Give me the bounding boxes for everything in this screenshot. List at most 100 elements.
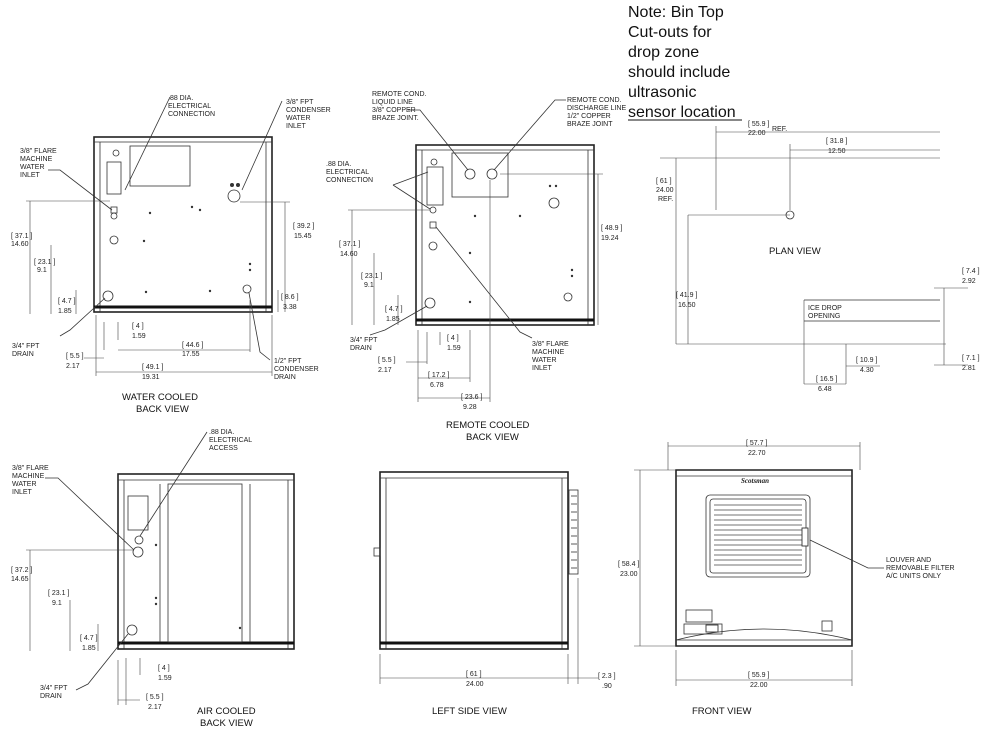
plan-dim-5a: [ 7.4 ] xyxy=(962,268,980,275)
left-side-view: [ 61 ] 24.00 [ 2.3 ] .90 LEFT SIDE VIEW xyxy=(373,471,616,717)
note-line-3: drop zone xyxy=(628,44,699,61)
rc-liq-label-2: LIQUID LINE xyxy=(372,99,413,106)
wc-flare-label-4: INLET xyxy=(20,172,41,179)
plan-dim-6a: [ 7.1 ] xyxy=(962,355,980,362)
ac-flare-label-1: 3/8" FLARE xyxy=(12,465,49,472)
ac-elec-label-1: .88 DIA. xyxy=(209,429,234,436)
rc-flare-label-3: WATER xyxy=(532,357,557,364)
wc-flare-label-2: MACHINE xyxy=(20,156,53,163)
plan-view: PLAN VIEW ICE DROP OPENING [ 55.9 ] 22.0… xyxy=(656,121,980,393)
plan-dim-3c: REF. xyxy=(658,196,673,203)
wc-dim-7a: [ 49.1 ] xyxy=(142,364,163,371)
fv-louver-label-1: LOUVER AND xyxy=(886,557,931,564)
ls-dim-1a: [ 61 ] xyxy=(466,671,482,678)
ac-dim-3b: 1.85 xyxy=(82,645,96,652)
wc-condenser-inlet xyxy=(227,189,241,203)
wc-dim-5a: [ 5.5 ] xyxy=(66,353,84,360)
wc-dim-3b: 1.85 xyxy=(58,308,72,315)
plan-dim-4b: 16.50 xyxy=(678,302,696,309)
rc-dis-label-3: 1/2" COPPER xyxy=(567,113,611,120)
note-line-5: ultrasonic xyxy=(628,84,696,101)
fv-title: FRONT VIEW xyxy=(692,706,751,717)
rc-drain-label-1: 3/4" FPT xyxy=(350,337,378,344)
remote-cooled-back-view: REMOTE COND. LIQUID LINE 3/8" COPPER BRA… xyxy=(326,91,626,443)
rc-dim-7a: [ 23.6 ] xyxy=(461,394,482,401)
rc-dim-3a: [ 4.7 ] xyxy=(385,306,403,313)
ac-elec-access xyxy=(134,535,144,545)
fv-dim-1b: 22.70 xyxy=(748,450,766,457)
fv-cabinet-outline xyxy=(675,469,853,647)
wc-dim-9b: 3.38 xyxy=(283,304,297,311)
rc-elec-label-1: .88 DIA. xyxy=(326,161,351,168)
plan-dim-1a: [ 55.9 ] xyxy=(748,121,769,128)
rc-title-2: BACK VIEW xyxy=(466,432,519,443)
wc-drain-label-2: DRAIN xyxy=(12,351,34,358)
plan-sensor-hole xyxy=(785,210,795,220)
wc-dim-5b: 2.17 xyxy=(66,363,80,370)
ls-title: LEFT SIDE VIEW xyxy=(432,706,507,717)
ac-electrical-box xyxy=(127,495,149,531)
rc-dim-3b: 1.85 xyxy=(386,316,400,323)
fv-control-module xyxy=(685,609,713,623)
plan-dim-1b: 22.00 xyxy=(748,130,766,137)
ac-dim-2a: [ 23.1 ] xyxy=(48,590,69,597)
fv-brand-logo: Scotsman xyxy=(741,477,769,485)
wc-dim-2a: [ 23.1 ] xyxy=(34,259,55,266)
wc-drain xyxy=(102,290,114,302)
plan-dim-2b: 12.50 xyxy=(828,148,846,155)
fv-louver-slats xyxy=(714,504,802,566)
wc-flare-label-3: WATER xyxy=(20,164,45,171)
ac-dim-5b: 2.17 xyxy=(148,704,162,711)
plan-dim-7a: [ 10.9 ] xyxy=(856,357,877,364)
ls-side-fitting xyxy=(373,547,381,557)
ac-flare-label-3: WATER xyxy=(12,481,37,488)
wc-dim-6b: 17.55 xyxy=(182,351,200,358)
wc-dim-4a: [ 4 ] xyxy=(132,323,144,330)
wc-cabinet-outline xyxy=(93,136,273,313)
rc-dim-6a: [ 17.2 ] xyxy=(428,372,449,379)
ac-flare-fitting xyxy=(132,546,144,558)
ac-cabinet-outline xyxy=(117,473,295,650)
rc-line-panel xyxy=(451,152,509,198)
rc-elec-label-3: CONNECTION xyxy=(326,177,373,184)
ac-dim-3a: [ 4.7 ] xyxy=(80,635,98,642)
rc-liq-label-1: REMOTE COND. xyxy=(372,91,427,98)
rc-liquid-line xyxy=(464,168,476,180)
water-cooled-back-view: .88 DIA. ELECTRICAL CONNECTION 3/8" FPT … xyxy=(11,95,331,415)
rc-dim-1a: [ 37.1 ] xyxy=(339,241,360,248)
wc-cond-label-1: 3/8" FPT xyxy=(286,99,314,106)
plan-dim-3a: [ 61 ] xyxy=(656,178,672,185)
wc-control-panel xyxy=(129,145,191,187)
rc-dim-7b: 9.28 xyxy=(463,404,477,411)
fv-dim-1a: [ 57.7 ] xyxy=(746,440,767,447)
fv-louver-label-2: REMOVABLE FILTER xyxy=(886,565,955,572)
ls-rear-fittings xyxy=(568,489,579,575)
wc-dim-3a: [ 4.7 ] xyxy=(58,298,76,305)
wc-elec-label-2: ELECTRICAL xyxy=(168,103,211,110)
rc-dim-1b: 14.60 xyxy=(340,251,358,258)
plan-opening-2: OPENING xyxy=(808,313,840,320)
ac-dim-2b: 9.1 xyxy=(52,600,62,607)
wc-cdrain-label-1: 1/2" FPT xyxy=(274,358,302,365)
ac-drain-label-2: DRAIN xyxy=(40,693,62,700)
wc-cond-label-2: CONDENSER xyxy=(286,107,331,114)
wc-flare-fitting xyxy=(110,206,118,214)
ls-dim-1b: 24.00 xyxy=(466,681,484,688)
wc-condenser-drain xyxy=(242,284,252,294)
rc-dis-label-2: DISCHARGE LINE xyxy=(567,105,626,112)
wc-dim-8a: [ 39.2 ] xyxy=(293,223,314,230)
ac-dim-1a: [ 37.2 ] xyxy=(11,567,32,574)
wc-dim-4b: 1.59 xyxy=(132,333,146,340)
plan-dim-ref: REF. xyxy=(772,126,787,133)
plan-dim-8a: [ 16.5 ] xyxy=(816,376,837,383)
bin-top-note: Note: Bin Top Cut-outs for drop zone sho… xyxy=(628,4,742,121)
rc-cabinet-outline xyxy=(415,144,595,326)
wc-dim-6a: [ 44.6 ] xyxy=(182,342,203,349)
wc-elec-label-3: CONNECTION xyxy=(168,111,215,118)
plan-dim-4a: [ 41.9 ] xyxy=(676,292,697,299)
plan-opening-1: ICE DROP xyxy=(808,305,842,312)
plan-dim-3b: 24.00 xyxy=(656,187,674,194)
wc-dim-1b: 14.60 xyxy=(11,241,29,248)
wc-dim-7b: 19.31 xyxy=(142,374,160,381)
